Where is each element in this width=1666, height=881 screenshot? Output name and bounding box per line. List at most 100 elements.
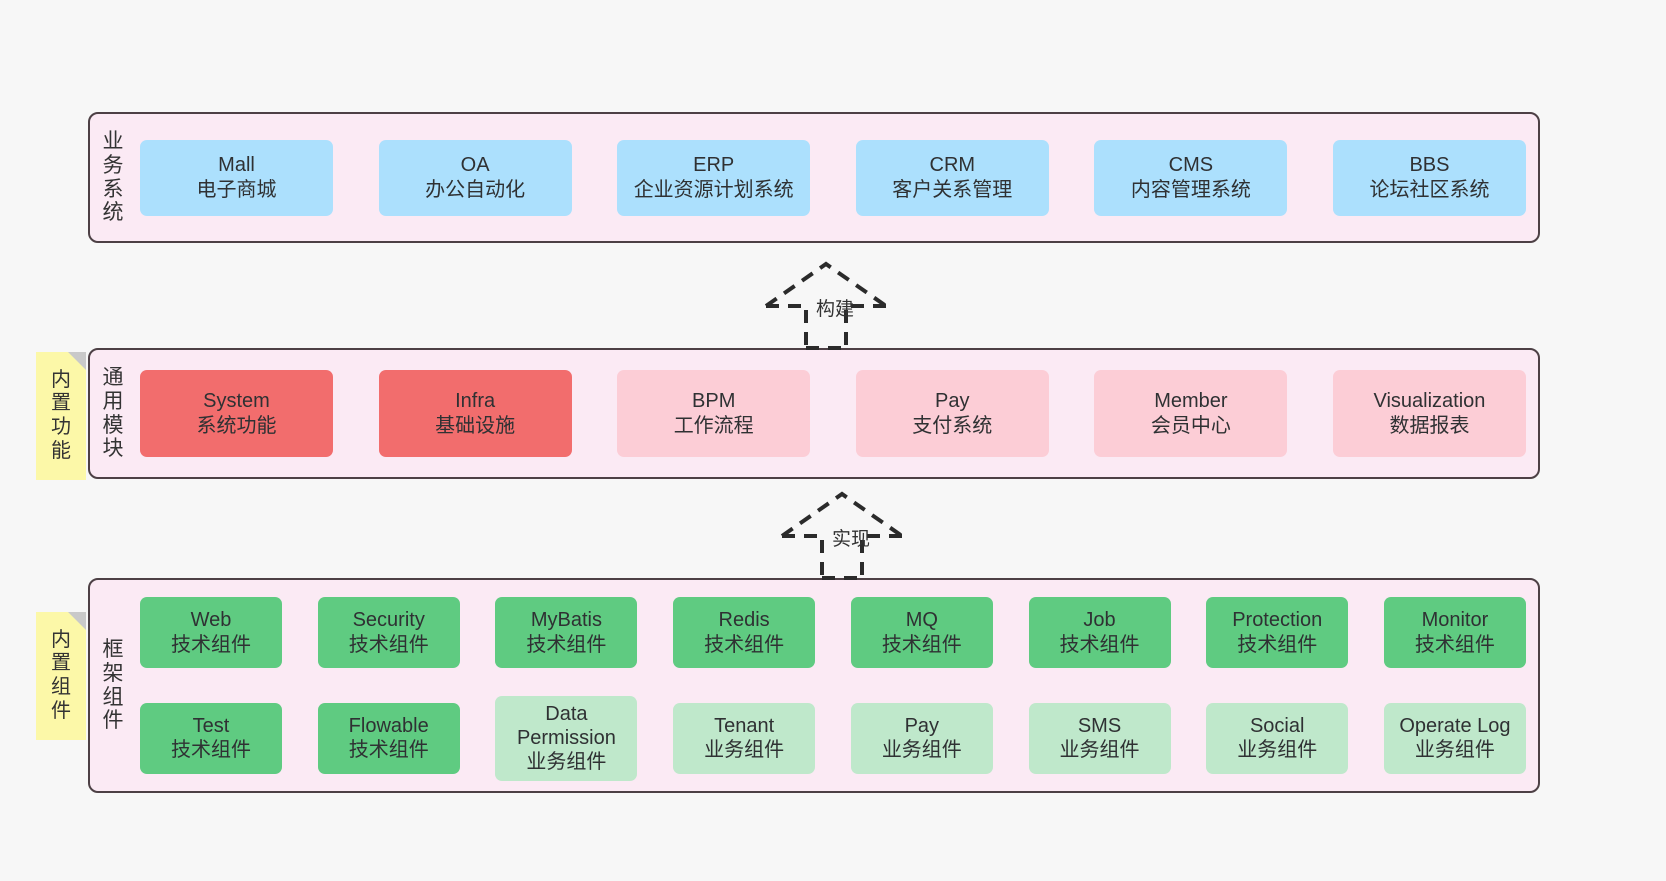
layer-framework-label: 框 架 组 件	[90, 580, 136, 791]
arrow-implement-label: 实现	[832, 529, 871, 550]
node-web-title: Web	[190, 609, 232, 632]
node-erp[interactable]: ERP 企业资源计划系统	[617, 139, 811, 216]
layer-common-label-char-1: 用	[102, 389, 124, 413]
node-job[interactable]: Job 技术组件	[1028, 597, 1171, 669]
node-data-permission-sub: 业务组件	[526, 751, 607, 774]
node-sms-sub: 业务组件	[1059, 739, 1140, 762]
layer-business-label-char-3: 统	[102, 201, 124, 225]
node-pay-component[interactable]: Pay 业务组件	[850, 702, 993, 774]
node-visualization-sub: 数据报表	[1389, 414, 1470, 437]
node-data-permission-title: Data Permission	[516, 702, 616, 750]
node-redis-title: Redis	[718, 609, 770, 632]
framework-row-business: Test 技术组件 Flowable 技术组件 Data Permission …	[140, 686, 1526, 792]
sticky-common-char-2: 功	[51, 416, 71, 438]
node-visualization-title: Visualization	[1373, 390, 1486, 413]
node-bpm[interactable]: BPM 工作流程	[617, 370, 811, 457]
node-job-sub: 技术组件	[1059, 633, 1140, 656]
node-data-permission[interactable]: Data Permission 业务组件	[495, 695, 638, 781]
sticky-note-builtin-features: 内 置 功 能	[36, 352, 86, 480]
node-system-sub: 系统功能	[196, 414, 277, 437]
node-mq[interactable]: MQ 技术组件	[850, 597, 993, 669]
node-infra-title: Infra	[455, 390, 496, 413]
node-infra-sub: 基础设施	[435, 414, 516, 437]
node-pay-module[interactable]: Pay 支付系统	[855, 370, 1049, 457]
node-erp-sub: 企业资源计划系统	[633, 178, 794, 201]
node-cms-sub: 内容管理系统	[1130, 178, 1251, 201]
node-bpm-title: BPM	[692, 390, 736, 413]
node-system-title: System	[203, 390, 270, 413]
arrow-build: 构建	[744, 256, 934, 350]
node-mybatis-title: MyBatis	[530, 609, 602, 632]
sticky-fold-corner-icon	[68, 612, 86, 630]
node-pay-module-title: Pay	[935, 390, 970, 413]
sticky-framework-char-2: 组	[51, 676, 71, 698]
node-monitor-sub: 技术组件	[1414, 633, 1495, 656]
layer-common-label-char-3: 块	[102, 437, 124, 461]
sticky-note-builtin-components: 内 置 组 件	[36, 612, 86, 740]
layer-framework-label-char-0: 框	[102, 638, 124, 662]
node-crm-title: CRM	[929, 154, 976, 177]
node-visualization[interactable]: Visualization 数据报表	[1332, 370, 1526, 457]
layer-framework-components: 框 架 组 件 Web 技术组件 Security 技术组件 MyBatis 技…	[88, 578, 1540, 793]
node-system[interactable]: System 系统功能	[140, 370, 333, 457]
node-redis-sub: 技术组件	[704, 633, 785, 656]
node-infra[interactable]: Infra 基础设施	[378, 370, 572, 457]
layer-common-label-char-0: 通	[102, 366, 124, 390]
node-oa[interactable]: OA 办公自动化	[378, 139, 572, 216]
sticky-framework-char-0: 内	[51, 628, 71, 651]
node-mybatis-sub: 技术组件	[526, 633, 607, 656]
node-oa-sub: 办公自动化	[425, 178, 526, 201]
node-tenant-title: Tenant	[714, 714, 775, 737]
layer-framework-body: Web 技术组件 Security 技术组件 MyBatis 技术组件 Redi…	[136, 580, 1538, 791]
node-social-title: Social	[1249, 714, 1305, 737]
node-erp-title: ERP	[693, 154, 735, 177]
node-flowable[interactable]: Flowable 技术组件	[317, 702, 460, 774]
layer-business-body: Mall 电子商城 OA 办公自动化 ERP 企业资源计划系统 CRM 客户关系…	[136, 114, 1538, 241]
node-crm[interactable]: CRM 客户关系管理	[855, 139, 1049, 216]
node-job-title: Job	[1083, 609, 1116, 632]
node-redis[interactable]: Redis 技术组件	[673, 597, 816, 669]
arrow-build-label: 构建	[816, 299, 855, 320]
arrow-implement-glyph	[780, 491, 904, 580]
node-pay-component-title: Pay	[904, 714, 940, 737]
node-protection[interactable]: Protection 技术组件	[1206, 597, 1349, 669]
node-security-sub: 技术组件	[348, 633, 429, 656]
node-web[interactable]: Web 技术组件	[140, 597, 282, 669]
sticky-framework-char-3: 件	[51, 699, 71, 722]
node-operate-log[interactable]: Operate Log 业务组件	[1383, 702, 1526, 774]
node-member[interactable]: Member 会员中心	[1094, 370, 1288, 457]
node-test-title: Test	[192, 714, 230, 737]
node-cms-title: CMS	[1168, 154, 1214, 177]
node-mall[interactable]: Mall 电子商城	[140, 139, 333, 216]
node-test-sub: 技术组件	[171, 739, 251, 762]
node-member-sub: 会员中心	[1150, 414, 1231, 437]
node-pay-component-sub: 业务组件	[881, 739, 962, 762]
framework-row-technical: Web 技术组件 Security 技术组件 MyBatis 技术组件 Redi…	[140, 580, 1526, 686]
node-security[interactable]: Security 技术组件	[317, 597, 460, 669]
layer-common-label: 通 用 模 块	[90, 350, 136, 477]
layer-business-systems: 业 务 系 统 Mall 电子商城 OA 办公自动化 ERP 企业资源计划系统 …	[88, 112, 1540, 243]
node-mybatis[interactable]: MyBatis 技术组件	[495, 597, 638, 669]
node-mq-sub: 技术组件	[881, 633, 962, 656]
node-crm-sub: 客户关系管理	[892, 178, 1013, 201]
node-oa-title: OA	[460, 154, 490, 177]
node-test[interactable]: Test 技术组件	[140, 702, 282, 774]
layer-framework-label-char-2: 组	[102, 685, 124, 709]
node-security-title: Security	[352, 609, 425, 632]
node-tenant-sub: 业务组件	[704, 739, 785, 762]
node-monitor[interactable]: Monitor 技术组件	[1383, 597, 1526, 669]
layer-common-label-char-2: 模	[102, 413, 124, 437]
node-social[interactable]: Social 业务组件	[1206, 702, 1349, 774]
node-pay-module-sub: 支付系统	[912, 414, 993, 437]
node-operate-log-sub: 业务组件	[1414, 739, 1495, 762]
node-cms[interactable]: CMS 内容管理系统	[1094, 139, 1288, 216]
node-bbs[interactable]: BBS 论坛社区系统	[1332, 139, 1526, 216]
sticky-common-char-0: 内	[51, 368, 71, 391]
node-tenant[interactable]: Tenant 业务组件	[673, 702, 816, 774]
arrow-build-glyph	[764, 261, 888, 350]
node-sms[interactable]: SMS 业务组件	[1028, 702, 1171, 774]
node-bbs-sub: 论坛社区系统	[1369, 178, 1490, 201]
node-bbs-title: BBS	[1409, 154, 1450, 177]
node-social-sub: 业务组件	[1237, 739, 1318, 762]
